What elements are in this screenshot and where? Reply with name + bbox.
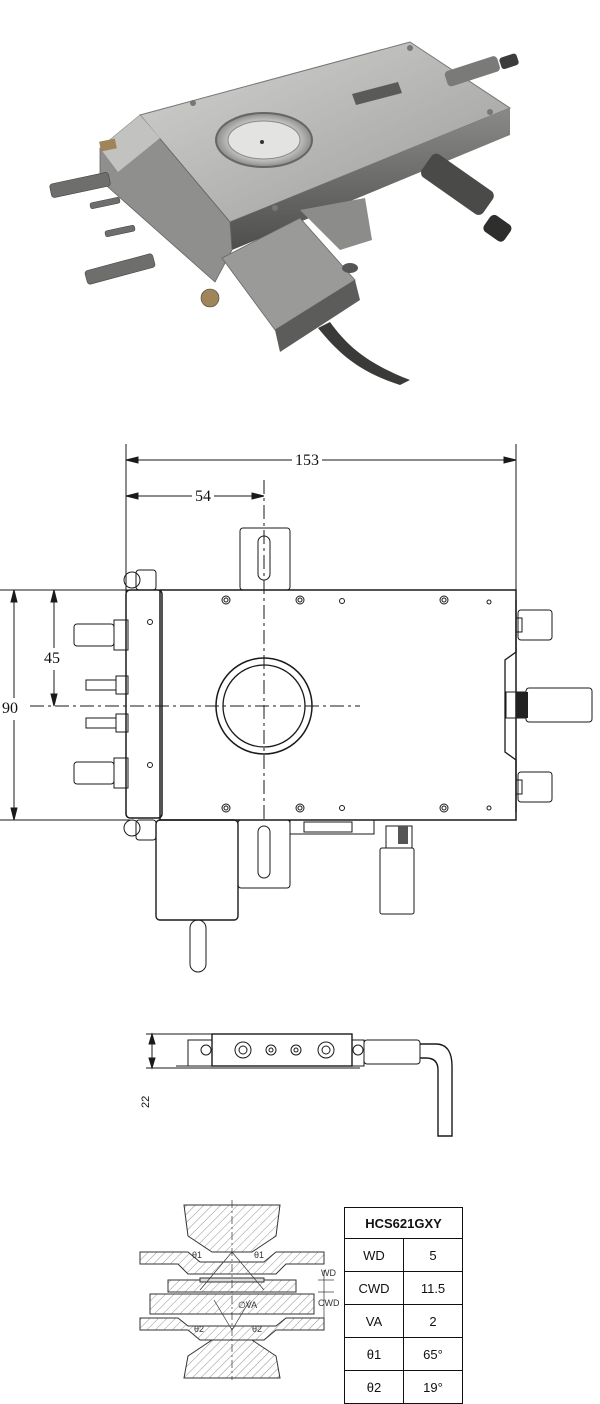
spec-value: 5 [403, 1238, 463, 1272]
spec-value: 65° [403, 1337, 463, 1371]
table-row: WD 5 [344, 1238, 463, 1272]
spec-param: θ2 [344, 1370, 404, 1404]
dim-center-offset: 54 [192, 488, 214, 506]
spec-value: 11.5 [403, 1271, 463, 1305]
spec-param: θ1 [344, 1337, 404, 1371]
spec-value: 2 [403, 1304, 463, 1338]
label-theta2-left: θ2 [194, 1324, 204, 1334]
spec-param: WD [344, 1238, 404, 1272]
dim-center-height: 45 [44, 648, 60, 670]
spec-param: VA [344, 1304, 404, 1338]
spec-value: 19° [403, 1370, 463, 1404]
table-row: θ1 65° [344, 1337, 463, 1371]
dim-overall-height: 90 [2, 698, 18, 720]
top-view-drawing [0, 444, 593, 973]
side-view-drawing [146, 1032, 453, 1137]
stage-photo [49, 41, 519, 385]
spec-table: HCS621GXY WD 5 CWD 11.5 VA 2 θ1 65° θ2 1… [344, 1207, 463, 1404]
spec-table-title: HCS621GXY [344, 1207, 463, 1239]
spec-param: CWD [344, 1271, 404, 1305]
label-theta1-left: θ1 [192, 1250, 202, 1260]
table-row: CWD 11.5 [344, 1271, 463, 1305]
label-cwd: CWD [318, 1298, 340, 1308]
label-theta2-right: θ2 [252, 1324, 262, 1334]
table-row: θ2 19° [344, 1370, 463, 1404]
label-theta1-right: θ1 [254, 1250, 264, 1260]
label-wd: WD [321, 1268, 336, 1278]
label-va: ∅VA [238, 1300, 257, 1310]
table-row: VA 2 [344, 1304, 463, 1338]
dim-overall-width: 153 [292, 452, 322, 470]
